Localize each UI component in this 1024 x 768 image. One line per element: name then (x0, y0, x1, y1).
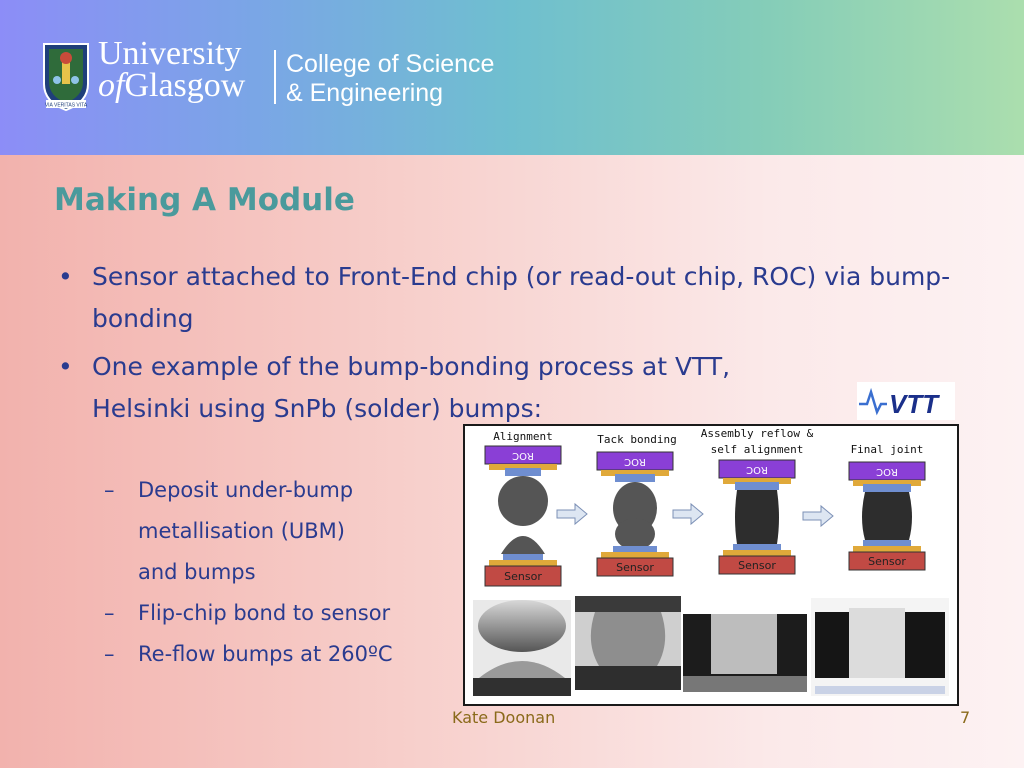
university-line2: ofGlasgow (98, 67, 246, 104)
dash-glyph: – (104, 642, 115, 666)
stage-alignment-illustration: ROC Sensor (484, 445, 562, 587)
vtt-logo-icon: VTT (859, 387, 940, 419)
university-wordmark: University ofGlasgow (98, 35, 246, 104)
arrow-icon (802, 504, 834, 528)
bullet-item: • Sensor attached to Front-End chip (or … (58, 256, 958, 340)
bullet-text: Sensor attached to Front-End chip (or re… (92, 262, 951, 333)
sensor-label: Sensor (868, 555, 906, 568)
bullet-text: One example of the bump-bonding process … (92, 352, 731, 423)
sem-micrograph-2 (575, 596, 681, 690)
roc-label: ROC (512, 450, 534, 461)
arrow-icon (672, 502, 704, 526)
vtt-logo: VTT (857, 382, 955, 420)
sensor-label: Sensor (616, 561, 654, 574)
slide-number: 7 (960, 708, 971, 727)
slide-title: Making A Module (54, 182, 355, 218)
stage-tack-bonding-illustration: ROC Sensor (596, 451, 674, 577)
stage-label-assembly-reflow: Assembly reflow & (701, 427, 814, 440)
sub-bullet-item: – Re-flow bumps at 260ºC (104, 634, 434, 675)
roc-label: ROC (876, 466, 898, 477)
stage-final-joint-illustration: ROC Sensor (848, 461, 926, 571)
dash-glyph: – (104, 478, 115, 502)
sensor-label: Sensor (504, 570, 542, 583)
header-divider (274, 50, 276, 104)
bullet-item: • One example of the bump-bonding proces… (58, 346, 958, 430)
stage-label-self-alignment: self alignment (711, 443, 804, 456)
bump-bonding-figure: Alignment Tack bonding Assembly reflow &… (463, 424, 959, 706)
dash-glyph: – (104, 601, 115, 625)
bullet-glyph: • (58, 262, 73, 291)
sub-bullet-item: – Deposit under-bump metallisation (UBM)… (104, 470, 434, 593)
sem-micrograph-4 (811, 598, 949, 696)
college-line2: & Engineering (286, 79, 444, 107)
sub-bullet-text: Deposit under-bump metallisation (UBM) a… (138, 478, 354, 584)
sem-micrograph-1 (473, 600, 571, 696)
stage-label-final-joint: Final joint (851, 443, 924, 456)
college-line1: College of Science (286, 50, 495, 78)
university-crest-icon: VIA VERITAS VITA (43, 43, 89, 112)
sub-bullet-list: – Deposit under-bump metallisation (UBM)… (104, 470, 434, 675)
stage-label-alignment: Alignment (493, 430, 553, 443)
bullet-list: • Sensor attached to Front-End chip (or … (58, 256, 958, 436)
vtt-logo-text: VTT (889, 389, 940, 419)
sub-bullet-item: – Flip-chip bond to sensor (104, 593, 434, 634)
stage-label-tack-bonding: Tack bonding (597, 433, 676, 446)
sem-micrograph-3 (683, 614, 807, 692)
roc-label: ROC (746, 464, 768, 475)
crest-motto: VIA VERITAS VITA (45, 103, 88, 109)
sensor-label: Sensor (738, 559, 776, 572)
header-banner: VIA VERITAS VITA University ofGlasgow Co… (0, 0, 1024, 155)
university-line1: University (98, 35, 242, 72)
stage-reflow-illustration: ROC Sensor (718, 459, 796, 575)
bump-bonding-diagram: Alignment Tack bonding Assembly reflow &… (473, 427, 949, 696)
bullet-glyph: • (58, 352, 73, 381)
sub-bullet-text: Re-flow bumps at 260ºC (138, 642, 393, 666)
arrow-icon (556, 502, 588, 526)
college-name: College of Science & Engineering (286, 50, 494, 108)
footer-author: Kate Doonan (452, 708, 556, 727)
roc-label: ROC (624, 456, 646, 467)
sub-bullet-text: Flip-chip bond to sensor (138, 601, 391, 625)
